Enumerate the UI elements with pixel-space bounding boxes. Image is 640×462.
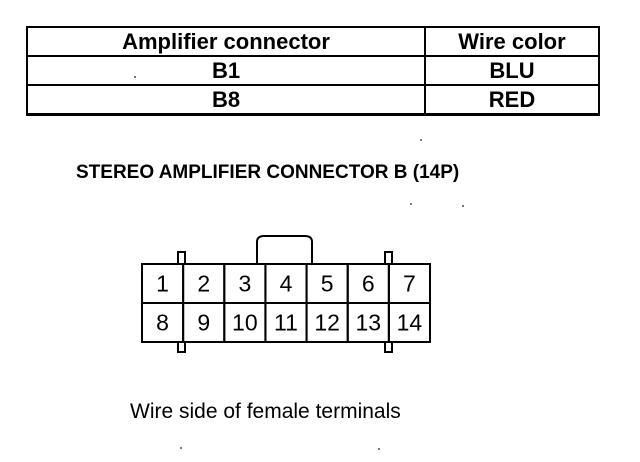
scan-speck — [378, 448, 380, 450]
wire-color-table: Amplifier connector Wire color B1 BLU B8… — [26, 26, 600, 116]
terminal-number-3: 3 — [238, 271, 251, 297]
diagram-caption: Wire side of female terminals — [130, 400, 401, 423]
connector-title: STEREO AMPLIFIER CONNECTOR B (14P) — [76, 162, 460, 183]
terminal-number-12: 12 — [314, 310, 340, 336]
scan-speck — [134, 76, 136, 78]
table-row: B8 RED — [26, 84, 600, 116]
scan-speck — [420, 139, 422, 141]
guide-pin-bottom-right — [384, 341, 393, 353]
guide-pin-bottom-left — [177, 341, 186, 353]
terminal-number-10: 10 — [232, 310, 258, 336]
cell-wire-color: RED — [424, 84, 600, 116]
guide-pin-top-left — [177, 251, 186, 265]
terminal-number-4: 4 — [280, 271, 293, 297]
locking-tab — [256, 235, 313, 264]
terminal-number-6: 6 — [362, 271, 375, 297]
terminal-number-5: 5 — [321, 271, 334, 297]
header-wire-color: Wire color — [424, 26, 600, 57]
table-header-row: Amplifier connector Wire color — [26, 26, 600, 57]
terminal-number-7: 7 — [403, 271, 416, 297]
terminal-number-8: 8 — [156, 310, 169, 336]
scan-speck — [180, 447, 182, 449]
header-amplifier-connector: Amplifier connector — [26, 26, 426, 57]
terminal-number-2: 2 — [197, 271, 210, 297]
terminal-number-11: 11 — [274, 310, 298, 336]
terminal-cell-14 — [387, 302, 432, 343]
scan-speck — [462, 205, 464, 207]
guide-pin-top-right — [384, 251, 393, 265]
terminal-number-14: 14 — [397, 310, 423, 336]
terminal-number-13: 13 — [355, 310, 381, 336]
cell-terminal: B1 — [26, 55, 426, 86]
terminal-number-9: 9 — [197, 310, 210, 336]
cell-wire-color: BLU — [424, 55, 600, 86]
terminal-number-1: 1 — [156, 271, 169, 297]
scan-speck — [410, 203, 412, 205]
cell-terminal: B8 — [26, 84, 426, 116]
table-row: B1 BLU — [26, 55, 600, 86]
